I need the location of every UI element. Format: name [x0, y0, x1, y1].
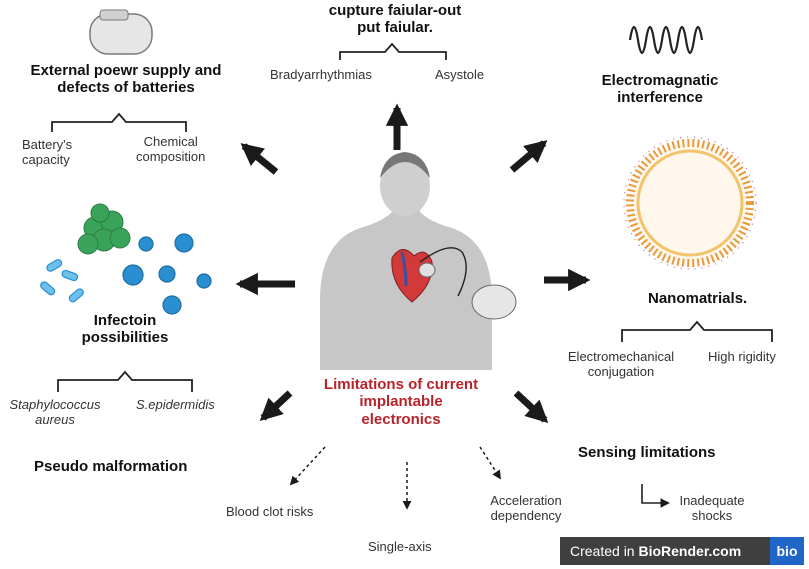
nanoparticle-icon	[623, 136, 757, 270]
virus-icons	[122, 233, 212, 315]
single-axis-label: Single-axis	[368, 539, 432, 554]
inadequate-shocks-label: Inadequate shocks	[679, 493, 745, 523]
high-rigidity-label: High rigidity	[708, 349, 776, 364]
infection-bracket	[57, 370, 193, 392]
power-bracket	[51, 112, 187, 132]
sensing-elbow-arrow	[641, 484, 670, 508]
top-heading: cupture faiular-out put faiular.	[328, 2, 462, 37]
biorender-logo: bio	[770, 537, 804, 565]
dashed-arrows	[289, 446, 501, 510]
top-bracket	[339, 42, 447, 60]
arrow-down-right	[513, 390, 549, 424]
center-title: Limitations of current implantable elect…	[323, 376, 479, 428]
power-heading: External poewr supply and defects of bat…	[30, 62, 222, 97]
badge-brand: BioRender.com	[638, 543, 742, 559]
badge-prefix: Created in	[570, 543, 639, 559]
arrow-up-left	[240, 143, 279, 175]
pacemaker-icon	[89, 9, 153, 55]
infection-heading: Infectoin possibilities	[81, 312, 169, 347]
acceleration-label: Acceleration dependency	[490, 493, 562, 523]
electromechanical-label: Electromechanical conjugation	[567, 349, 675, 379]
arrow-up-right	[509, 140, 548, 173]
wave-icon	[628, 25, 704, 55]
staphylococcus-label: Staphylococcus aureus	[9, 397, 101, 427]
battery-capacity-label: Battery's capacity	[22, 137, 73, 167]
epidermidis-label: S.epidermidis	[136, 397, 215, 412]
bradyarrhythmias-label: Bradyarrhythmias	[270, 67, 372, 82]
asystole-label: Asystole	[435, 67, 485, 82]
human-figure-icon	[320, 152, 517, 370]
pseudo-heading: Pseudo malformation	[34, 458, 188, 475]
cluster-icon	[77, 203, 131, 255]
sensing-heading: Sensing limitations	[578, 444, 716, 461]
blood-clot-label: Blood clot risks	[226, 504, 314, 519]
nano-bracket	[621, 320, 773, 342]
nano-heading: Nanomatrials.	[648, 290, 748, 307]
main-arrows	[235, 103, 591, 424]
biorender-badge[interactable]: Created in BioRender.com bio	[560, 537, 804, 565]
bacteria-rod-icons	[40, 259, 84, 303]
emi-heading: Electromagnatic interference	[601, 72, 719, 107]
chemical-composition-label: Chemical composition	[136, 134, 206, 164]
arrow-down-left	[259, 390, 293, 422]
